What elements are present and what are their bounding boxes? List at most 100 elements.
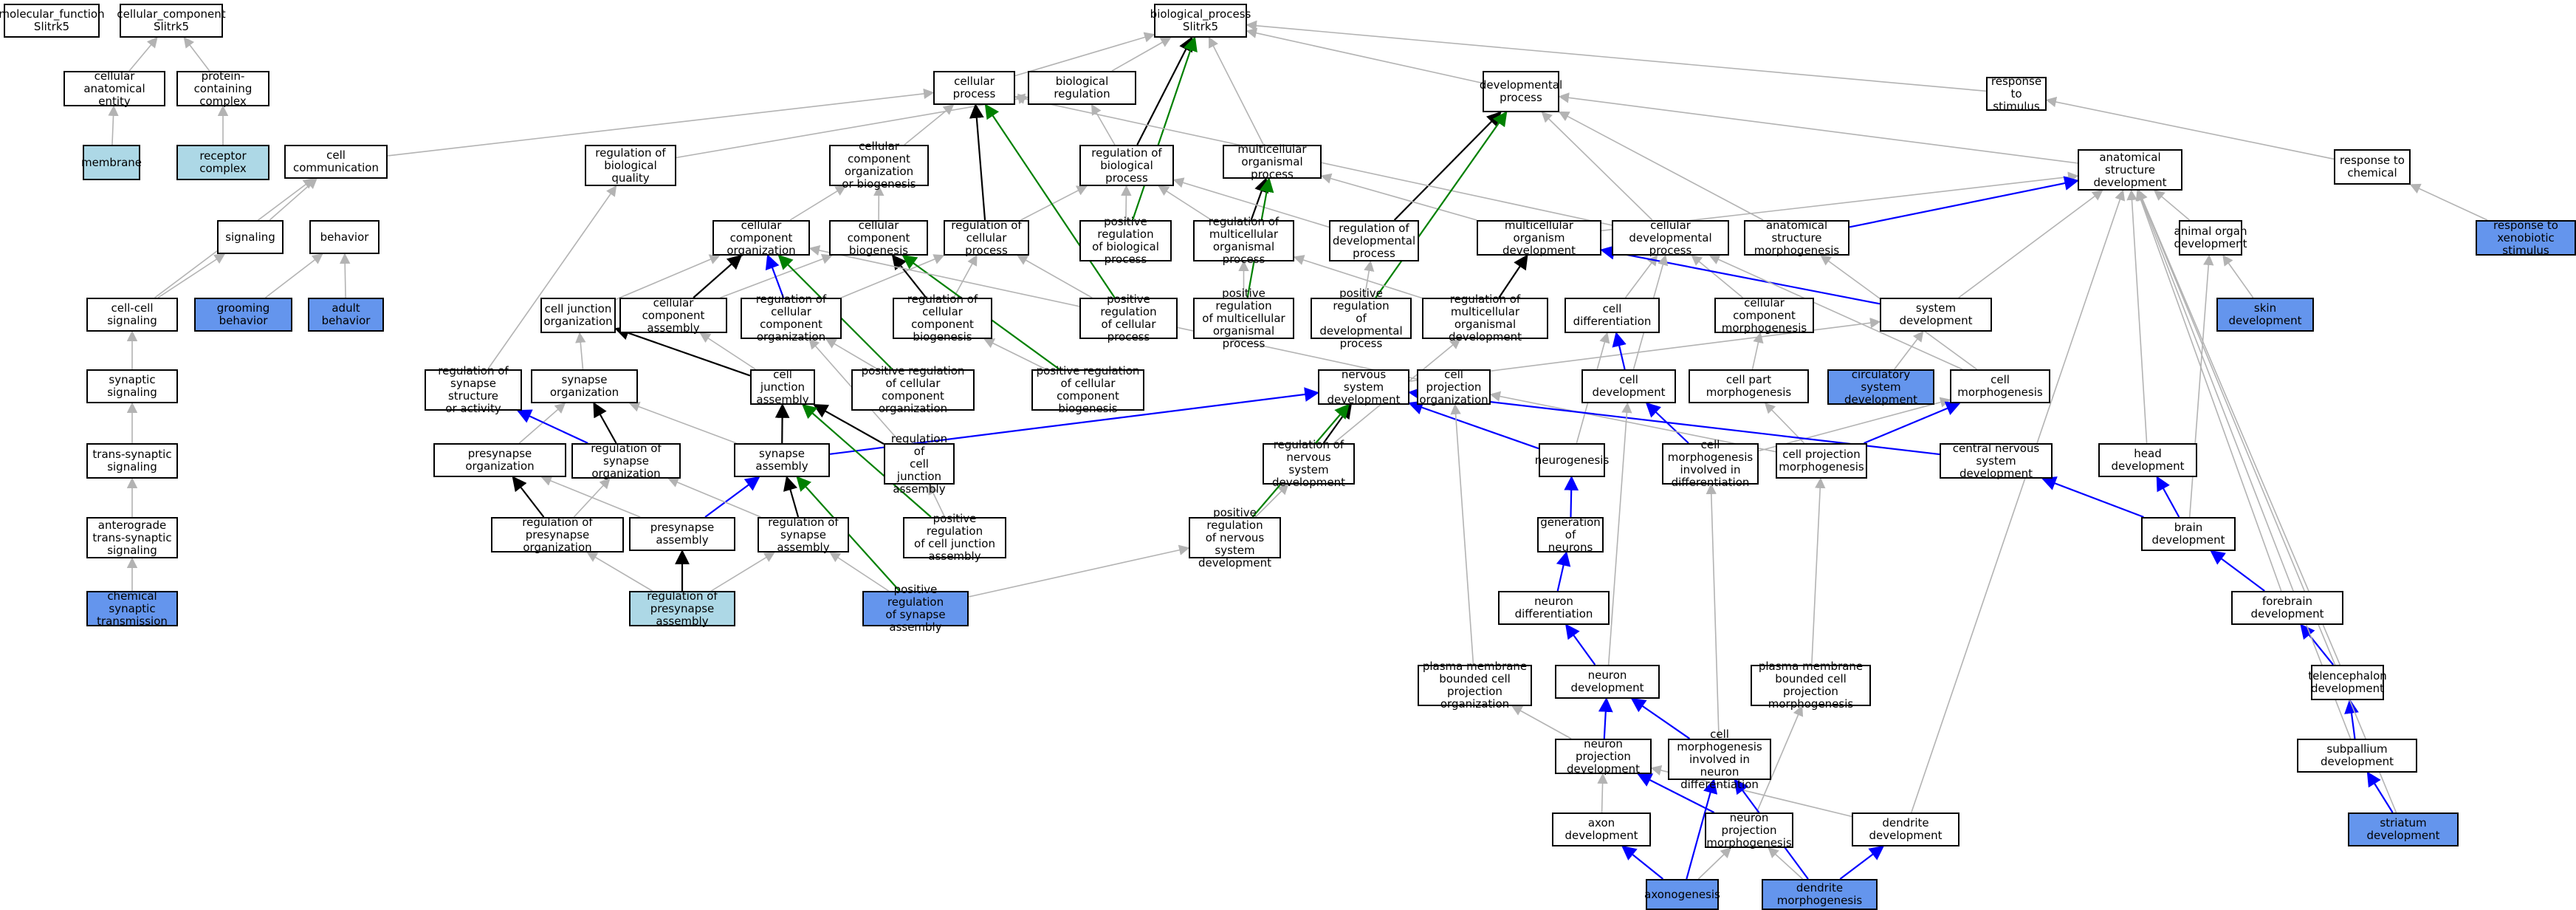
edge-regsynorg-to-synorg (593, 402, 617, 444)
node-membrane: membrane (81, 145, 142, 180)
edge-skin-to-aod (2222, 254, 2254, 298)
node-regsynorg: regulation of synapse organization (571, 442, 681, 479)
edge-cmdiff-to-cellmorph (1758, 397, 1951, 452)
edge-striatum-to-subpal (2366, 771, 2394, 813)
node-regnsd: regulation of nervous system development (1263, 439, 1355, 489)
edge-brain-to-head (2156, 476, 2180, 518)
node-devproc: developmental process (1480, 71, 1562, 112)
node-respxeno: response to xenobiotic stimulus (2476, 219, 2576, 256)
node-regdp: regulation of developmental process (1329, 220, 1419, 261)
node-nsd: nervous system development (1318, 368, 1409, 406)
node-mf: molecular_function Slitrk5 (0, 4, 105, 38)
edge-regmod-to-mod (1498, 254, 1528, 298)
node-asd: anatomical structure development (2078, 149, 2182, 191)
edge-mod-to-mop (1320, 173, 1477, 221)
node-ccm: cellular component morphogenesis (1714, 296, 1814, 334)
node-celldev: cell development (1581, 369, 1676, 403)
edge-cpmorph-to-cpm (1764, 402, 1805, 444)
edge-circ-to-sysdev (1894, 330, 1924, 370)
edge-ccob-to-cellproc (904, 104, 955, 146)
edge-cjo-to-cco (615, 254, 721, 301)
edge-sysdev-to-asd (1958, 190, 2103, 298)
edge-cellcomm-to-cellproc (387, 88, 935, 157)
node-axondev: axon development (1552, 812, 1651, 846)
edge-neurdiff-to-genneur (1556, 551, 1571, 592)
edge-regcco-to-regcp (841, 254, 945, 298)
edge-synorg-to-cjo (575, 332, 586, 370)
edge-telen-to-asd (2137, 189, 2341, 666)
edge-aod-to-asd (2154, 190, 2191, 221)
edge-celldevproc-to-devproc (1541, 111, 1653, 221)
node-neurdiff: neuron differentiation (1498, 591, 1610, 625)
edge-subpal-to-asd (2136, 189, 2352, 739)
edge-subpal-to-telen (2344, 699, 2359, 739)
edge-npm-to-npd (1637, 773, 1715, 813)
node-cmdiff: cell morphogenesis involved in different… (1662, 439, 1759, 489)
node-pcc: protein-containing complex (176, 69, 269, 107)
node-tss: trans-synaptic signaling (86, 443, 178, 479)
node-regbp: regulation of biological process (1079, 145, 1174, 186)
node-striatum: striatum development (2348, 812, 2459, 846)
node-cns: central nervous system development (1940, 442, 2053, 479)
node-neurdev: neuron development (1555, 665, 1660, 699)
node-respstim: response to stimulus (1986, 75, 2047, 112)
edge-posregcco-to-regcco (825, 338, 879, 370)
node-presynorg: presynapse organization (433, 443, 566, 477)
node-cellcomm: cell communication (284, 145, 388, 179)
edge-asd-to-devproc (1558, 92, 2078, 164)
node-regbq: regulation of biological quality (585, 145, 676, 186)
node-regmop: regulation of multicellular organismal p… (1193, 216, 1294, 266)
node-telen: telencephalon development (2308, 665, 2387, 700)
edge-regcja-to-cja (812, 404, 885, 445)
edge-regdp-to-regbp (1172, 177, 1330, 228)
node-subpal: subpallium development (2297, 739, 2417, 773)
node-genneur: generation of neurons (1537, 516, 1604, 553)
edge-pcc-to-cc (183, 36, 210, 72)
edge-presynasm-to-presynorg (540, 476, 641, 518)
node-regcco: regulation of cellular component organiz… (741, 293, 842, 343)
edge-axonogen-to-axondev (1621, 845, 1664, 880)
edge-posregsa-to-posregnsd (968, 544, 1190, 598)
edge-cja-to-cca (699, 332, 756, 370)
edge-synasm-to-cja (774, 403, 790, 444)
edge-genneur-to-neurogen (1564, 476, 1579, 518)
node-dendmorph: dendrite morphogenesis (1762, 879, 1878, 910)
node-mop: multicellular organismal process (1223, 143, 1322, 180)
edge-posregdp-to-regdp (1364, 260, 1375, 298)
node-presynasm: presynapse assembly (629, 517, 735, 551)
node-behavior: behavior (309, 220, 379, 254)
edge-neurdev-to-celldev (1607, 402, 1632, 666)
node-synasm: synapse assembly (734, 443, 830, 477)
edge-cja-to-cjo (614, 326, 751, 377)
edge-dendmorph-to-dendev (1839, 845, 1885, 880)
node-npd: neuron projection development (1555, 737, 1652, 775)
edge-regccb-to-regcp (953, 254, 978, 298)
edge-sysdev-to-mod (1600, 245, 1881, 305)
node-synorg: synapse organization (531, 369, 638, 403)
node-receptor: receptor complex (176, 145, 269, 180)
edge-regcp-to-regbp (1020, 185, 1088, 221)
edge-celldiff-to-celldevproc (1624, 254, 1658, 298)
node-skin: skin development (2216, 298, 2314, 332)
edge-asm-to-asd (1849, 176, 2079, 228)
edge-cpmorph-to-cpo (1489, 391, 1776, 453)
node-posregdp: positive regulation of developmental pro… (1311, 287, 1412, 349)
edge-regpsa-to-regpso (586, 552, 653, 592)
node-posregmop: positive regulation of multicellular org… (1193, 287, 1294, 349)
node-asm: anatomical structure morphogenesis (1744, 219, 1849, 256)
node-mod: multicellular organism development (1477, 219, 1601, 256)
node-posregcco: positive regulation of cellular componen… (851, 365, 975, 415)
edge-pmbcpo-to-cpo (1450, 403, 1474, 666)
node-cja: cell junction assembly (750, 368, 815, 406)
node-cpmorph: cell projection morphogenesis (1776, 443, 1867, 479)
node-head: head development (2098, 443, 2197, 477)
edge-posregdp-to-devproc (1375, 111, 1508, 298)
edge-respxeno-to-respchem (2409, 183, 2488, 221)
node-regcja: regulation of cell junction assembly (884, 432, 955, 495)
edge-synasm-to-synorg (628, 401, 737, 444)
edge-regcp-to-cellproc (969, 103, 986, 221)
edge-neurogen-to-nsd (1408, 400, 1539, 450)
edge-cellproc-to-bp (1014, 32, 1155, 77)
edge-adult-to-behavior (339, 253, 351, 298)
edge-dendev-to-asd (1911, 189, 2126, 813)
